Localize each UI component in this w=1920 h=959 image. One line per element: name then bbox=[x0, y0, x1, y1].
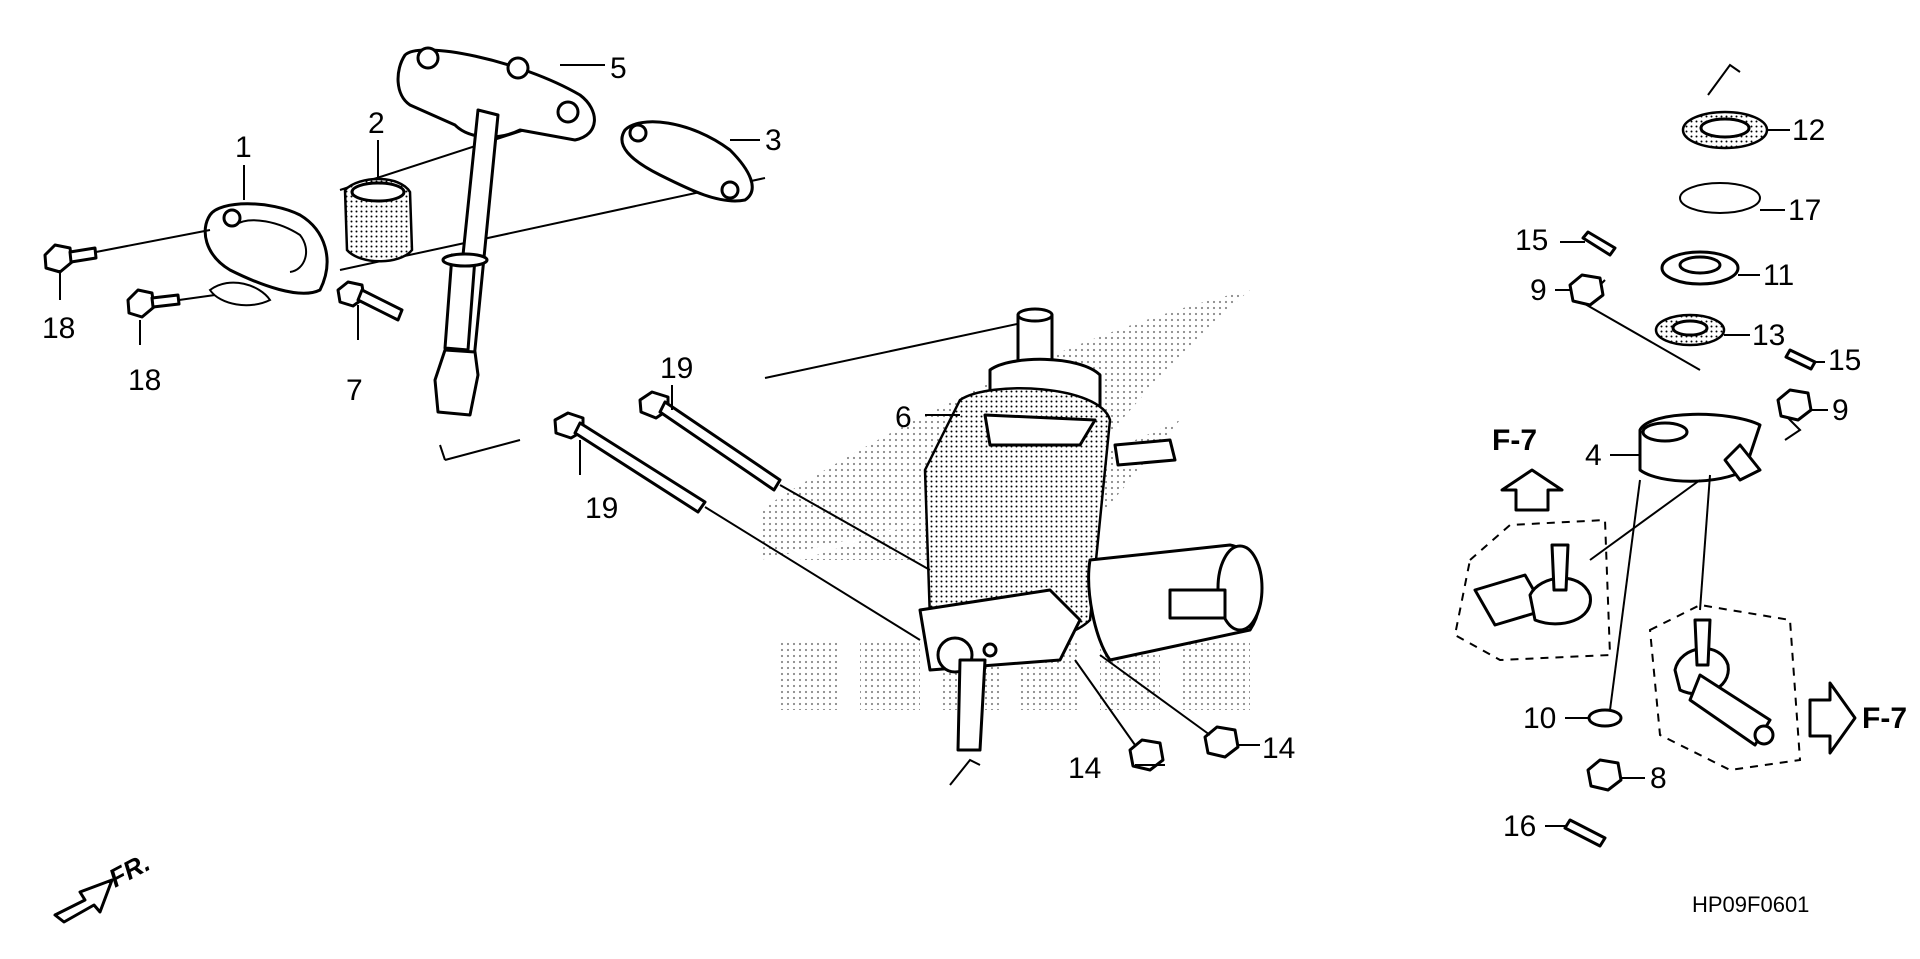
tie-rod-end-right bbox=[1673, 618, 1775, 747]
diagram-code: HP09F0601 bbox=[1692, 892, 1809, 917]
part-5-column-holder bbox=[396, 48, 596, 142]
callout-15-left: 15 bbox=[1515, 224, 1548, 257]
callout-5: 5 bbox=[610, 52, 627, 85]
leader-lines bbox=[59, 64, 1828, 827]
callout-11: 11 bbox=[1763, 259, 1794, 292]
tie-rod-end-box-right bbox=[1648, 603, 1802, 772]
callout-9-right: 9 bbox=[1832, 394, 1849, 427]
part-18-bolt-lower bbox=[126, 288, 181, 319]
callout-19-lower: 19 bbox=[585, 492, 618, 525]
callout-labels: 1 2 3 5 7 18 18 6 19 19 14 14 15 9 15 9 … bbox=[42, 52, 1907, 843]
callout-1: 1 bbox=[235, 131, 252, 164]
callout-18-lower: 18 bbox=[128, 364, 161, 397]
front-label: FR. bbox=[104, 847, 155, 893]
callout-10: 10 bbox=[1523, 702, 1556, 735]
callout-18-upper: 18 bbox=[42, 312, 75, 345]
callout-6: 6 bbox=[895, 401, 912, 434]
callout-19-upper: 19 bbox=[660, 352, 693, 385]
output-shaft bbox=[956, 658, 987, 752]
part-17-circlip bbox=[1679, 182, 1761, 214]
part-12-seal bbox=[1681, 110, 1769, 150]
front-arrow-icon bbox=[53, 878, 114, 924]
callout-13: 13 bbox=[1752, 319, 1785, 352]
part-19-bolt-upper bbox=[638, 390, 782, 492]
ref-arrow-right bbox=[1808, 681, 1857, 755]
part-15-cotter-pin-right bbox=[1784, 348, 1817, 371]
callout-17: 17 bbox=[1788, 194, 1821, 227]
part-8-nut bbox=[1586, 758, 1623, 792]
power-steering-unit-group bbox=[553, 307, 1264, 786]
part-11-bearing bbox=[1660, 250, 1740, 286]
part-14-nut-left bbox=[1128, 738, 1165, 772]
ref-f7-upper: F-7 bbox=[1492, 424, 1537, 457]
part-16-cotter-pin bbox=[1563, 818, 1607, 848]
pitman-arm-group bbox=[1453, 63, 1857, 848]
part-7-bolt bbox=[336, 280, 404, 322]
part-10-washer bbox=[1587, 708, 1623, 728]
callout-12: 12 bbox=[1792, 114, 1825, 147]
callout-8: 8 bbox=[1650, 762, 1667, 795]
part-13-seal bbox=[1654, 313, 1726, 347]
ref-arrow-up bbox=[1500, 468, 1564, 512]
tie-rod-end-left bbox=[1473, 543, 1592, 627]
steering-column-group bbox=[43, 46, 766, 461]
callout-14-right: 14 bbox=[1262, 732, 1295, 765]
callout-9-left: 9 bbox=[1530, 274, 1547, 307]
part-9-nut-right bbox=[1776, 388, 1813, 422]
callout-15-right: 15 bbox=[1828, 344, 1861, 377]
part-3-holder bbox=[620, 120, 754, 203]
part-15-cotter-pin-left bbox=[1581, 230, 1617, 257]
callout-14-left: 14 bbox=[1068, 752, 1101, 785]
front-direction-indicator: FR. bbox=[53, 847, 155, 924]
callout-2: 2 bbox=[368, 107, 385, 140]
callout-3: 3 bbox=[765, 124, 782, 157]
part-18-bolt-upper bbox=[43, 243, 98, 274]
callout-4: 4 bbox=[1585, 439, 1602, 472]
callout-7: 7 bbox=[346, 374, 363, 407]
part-14-nut-right bbox=[1203, 725, 1240, 759]
ref-f7-lower: F-7 bbox=[1862, 702, 1907, 735]
part-9-nut-left bbox=[1568, 273, 1605, 307]
part-19-bolt-lower bbox=[553, 411, 707, 514]
callout-16: 16 bbox=[1503, 810, 1536, 843]
